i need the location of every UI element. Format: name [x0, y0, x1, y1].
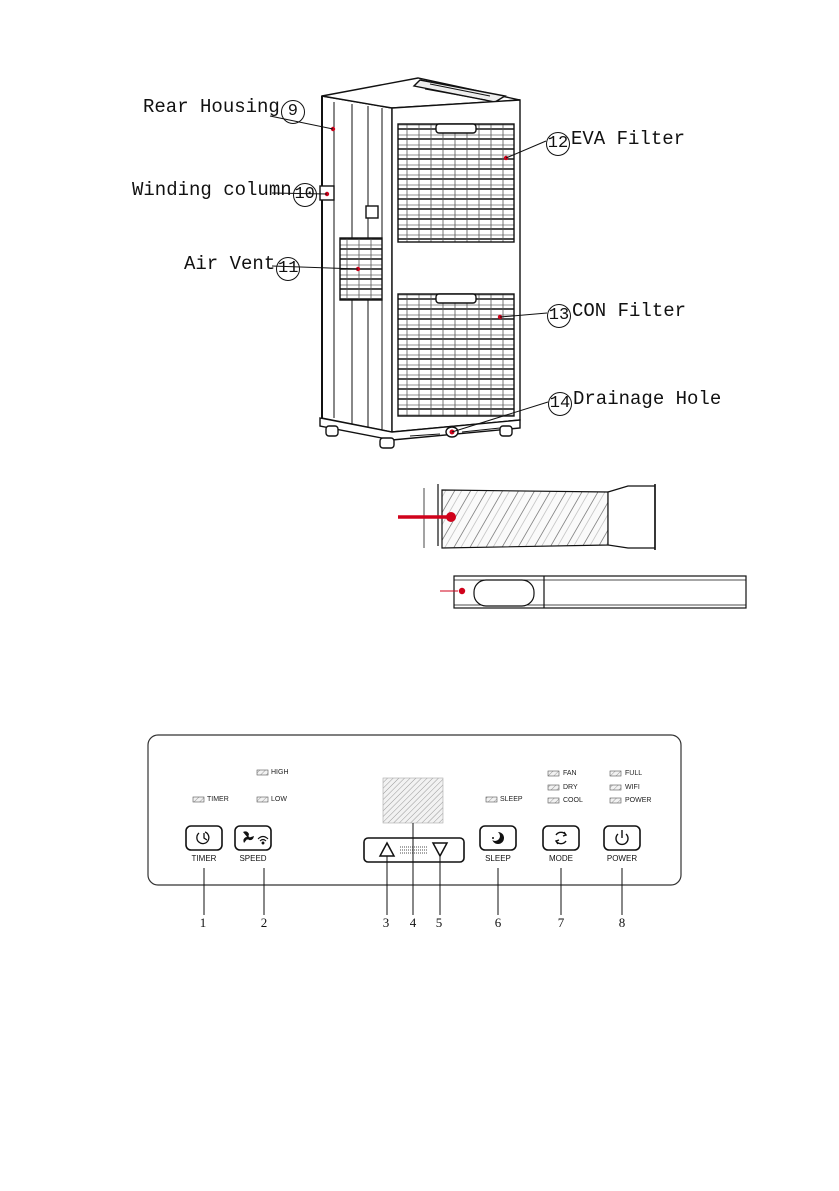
callout-circle: 9: [281, 100, 305, 124]
callout-number-2: 2: [254, 916, 274, 929]
indicator-power-label: POWER: [625, 797, 651, 804]
con-filter-grille: [398, 294, 514, 416]
callout-number-3: 3: [376, 916, 396, 929]
wheel: [500, 426, 512, 436]
indicator-cool-label: COOL: [563, 797, 583, 804]
led-timer: [193, 797, 204, 802]
led-low: [257, 797, 268, 802]
indicator-fan-label: FAN: [563, 770, 577, 777]
indicator-timer-label: TIMER: [207, 796, 229, 803]
eva-filter-grille: [398, 124, 514, 242]
indicator-sleep-label: SLEEP: [500, 796, 523, 803]
control-panel-illustration: [148, 735, 681, 915]
adapter-hole: [474, 580, 534, 606]
led-fan: [548, 771, 559, 776]
wheel: [326, 426, 338, 436]
led-cool: [548, 798, 559, 803]
indicator-wifi-label: WIFI: [625, 784, 640, 791]
callout-number-4: 4: [403, 916, 423, 929]
wheel: [380, 438, 394, 448]
digital-display: [383, 778, 443, 823]
callout-number-8: 8: [612, 916, 632, 929]
window-adapter-illustration: [454, 576, 746, 608]
callout-number-6: 6: [488, 916, 508, 929]
led-dry: [548, 785, 559, 790]
indicator-low-label: LOW: [271, 796, 287, 803]
led-power: [610, 798, 621, 803]
callout-number-5: 5: [429, 916, 449, 929]
led-high: [257, 770, 268, 775]
power-button-label: POWER: [592, 855, 652, 863]
mode-button: [543, 826, 579, 850]
callout-circle: 10: [293, 183, 317, 207]
indicator-high-label: HIGH: [271, 769, 289, 776]
callout-number-7: 7: [551, 916, 571, 929]
adapter-red-marker: [440, 588, 465, 594]
speed-button-label: SPEED: [223, 855, 283, 863]
callout-circle: 14: [548, 392, 572, 416]
indicator-full-label: FULL: [625, 770, 642, 777]
callout-number-1: 1: [193, 916, 213, 929]
indicator-dry-label: DRY: [563, 784, 578, 791]
air-conditioner-illustration: [320, 78, 520, 448]
led-sleep: [486, 797, 497, 802]
callout-circle: 12: [546, 132, 570, 156]
callout-circle: 11: [276, 257, 300, 281]
led-wifi: [610, 785, 621, 790]
sleep-button-label: SLEEP: [468, 855, 528, 863]
led-full: [610, 771, 621, 776]
callout-circle: 13: [547, 304, 571, 328]
exhaust-hose-illustration: [424, 484, 655, 550]
hose-body: [442, 490, 608, 548]
mode-button-label: MODE: [531, 855, 591, 863]
hose-end-cuff: [608, 486, 655, 548]
